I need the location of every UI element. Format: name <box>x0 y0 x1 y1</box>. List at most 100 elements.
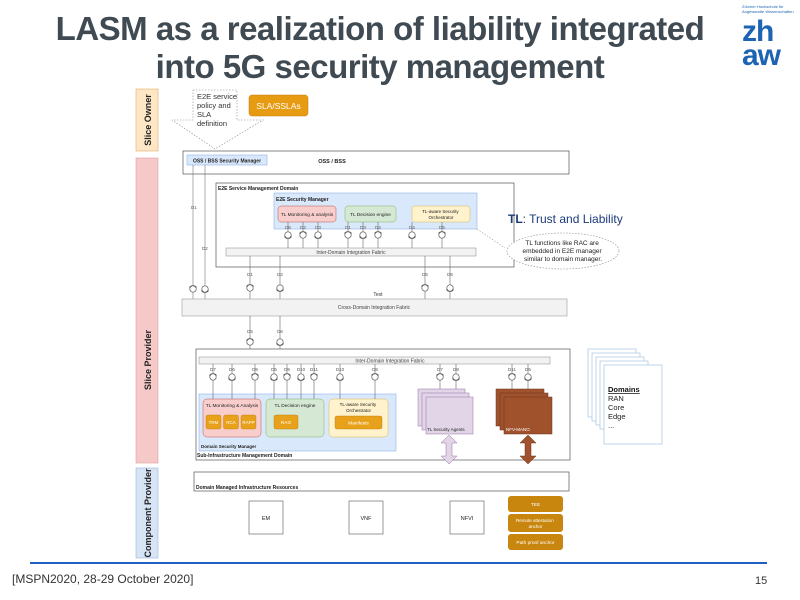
anchor-tee-label: TEE <box>531 502 540 508</box>
monitoring-chip: RCA <box>223 414 239 430</box>
sla-box <box>248 94 309 117</box>
infra-box-vnf-label: VNF <box>361 516 373 522</box>
domain-orchestrator-label: TL-aware Security Orchestrator <box>340 402 378 413</box>
e2e-monitoring <box>277 205 337 223</box>
interface-label: D10 <box>336 367 345 372</box>
tl-security-agents-label: TL Security Agents <box>427 427 465 432</box>
tl-callout-text: TL functions like RAC are embedded in E2… <box>523 240 604 263</box>
title-line-2: into 5G security management <box>155 48 605 85</box>
link-label-d1: D1 <box>191 205 197 210</box>
chip-rag <box>273 414 299 430</box>
e2e-orchestrator-label: TL-aware Security Orchestrator <box>422 209 460 220</box>
chip-manifests <box>334 415 383 430</box>
sub-infra-interface: D9 <box>251 364 259 399</box>
interface-socket-icon <box>276 338 284 346</box>
interface-label: D3 <box>315 225 321 230</box>
oss-bss-label: OSS / BSS <box>318 159 346 165</box>
interface-socket-icon <box>284 231 292 239</box>
footer-citation: [MSPN2020, 28-29 October 2020] <box>12 572 194 586</box>
e2e-interface: D4 <box>374 222 382 248</box>
chip-manifests-label: Manifests <box>348 421 369 427</box>
interface-label: D6 <box>285 225 291 230</box>
monitoring-chip: RAPP <box>240 414 257 430</box>
sub-infra-interface: D5 <box>270 364 278 399</box>
interface-socket-icon <box>436 373 444 381</box>
interface-label: D6 <box>229 367 235 372</box>
sub-infra-interface: D10 <box>336 364 345 399</box>
interface-label: D5 <box>271 367 277 372</box>
e2e-interface: D1 <box>344 222 352 248</box>
interface-socket-icon <box>438 231 446 239</box>
nfv-mano-interface: D11 <box>508 364 516 389</box>
interface-socket-icon <box>508 373 516 381</box>
interface-socket-icon <box>246 284 254 292</box>
interface-label: D5 <box>525 367 531 372</box>
e2e-down-link: D6 <box>446 256 454 299</box>
e2e-down-link: D1 <box>246 256 254 299</box>
domain-security-manager-label: Domain Security Manager <box>201 444 257 449</box>
interface-socket-icon <box>251 373 259 381</box>
interface-label: D1 <box>345 225 351 230</box>
infra-box-nfvi-label: NFVI <box>461 516 474 522</box>
page-number: 15 <box>755 575 768 587</box>
interface-label: D1 <box>247 272 253 277</box>
interface-socket-icon <box>299 231 307 239</box>
domain-monitoring-label: TL Monitoring & Analysis <box>206 403 259 409</box>
policy-note-arrow <box>171 89 265 150</box>
interface-label: D6 <box>447 272 453 277</box>
e2e-interface: D3 <box>314 222 322 248</box>
interface-label: D9 <box>284 367 290 372</box>
interface-label: D8 <box>453 367 459 372</box>
sla-label: SLA/SSLAs <box>256 101 300 111</box>
interface-label: D5 <box>439 225 445 230</box>
cross-domain-fabric <box>181 298 568 317</box>
interface-label: D6 <box>277 329 283 334</box>
e2e-decision-label: TL Decision engine <box>350 212 391 218</box>
oss-bss-box <box>182 150 570 175</box>
footer-divider <box>30 562 767 564</box>
title-line-1: LASM as a realization of liability integ… <box>55 10 705 47</box>
interface-socket-icon <box>246 338 254 346</box>
oss-bss-security-manager <box>186 154 268 166</box>
lane-slice-provider-label: Slice Provider <box>143 329 153 390</box>
interface-socket-icon <box>359 231 367 239</box>
anchor-remote-attestation <box>508 514 563 532</box>
interface-socket-icon <box>283 373 291 381</box>
interface-label: D5 <box>422 272 428 277</box>
interface-socket-icon <box>297 373 305 381</box>
interface-socket-icon <box>209 373 217 381</box>
agents-interface: D7 <box>436 364 444 389</box>
interface-label: D4 <box>409 225 415 230</box>
sub-infra-interface: D9 <box>283 364 291 399</box>
e2e-decision <box>344 205 397 223</box>
sub-infra-interface: D10 <box>297 364 306 399</box>
infra-box-nfvi <box>449 500 485 535</box>
interface-socket-icon <box>314 231 322 239</box>
interface-label: D9 <box>252 367 258 372</box>
infra-box-em-label: EM <box>262 516 271 522</box>
nfv-mano-arrow <box>519 434 537 465</box>
tl-full: : Trust and Liability <box>522 212 623 226</box>
interface-label: D11 <box>310 367 318 372</box>
sub-infra-interface: D11 <box>310 364 318 399</box>
e2e-interface: D2 <box>299 222 307 248</box>
interface-socket-icon <box>452 373 460 381</box>
infra-resources <box>193 471 570 492</box>
e2e-interface: D5 <box>438 222 446 248</box>
domains-heading: Domains <box>608 385 640 394</box>
logo-line-2: aw <box>742 39 781 72</box>
interface-socket-icon <box>374 231 382 239</box>
chip-label: RCA <box>226 420 236 425</box>
domain-decision-label: TL Decision engine <box>275 403 316 409</box>
infra-box-em <box>248 500 284 535</box>
anchor-tee <box>508 496 563 512</box>
lane-slice-owner <box>135 88 159 152</box>
interface-socket-icon <box>421 284 429 292</box>
anchor-path-proof <box>508 534 563 550</box>
nfv-mano-interface: D5 <box>524 364 532 389</box>
domains-note <box>603 364 663 445</box>
